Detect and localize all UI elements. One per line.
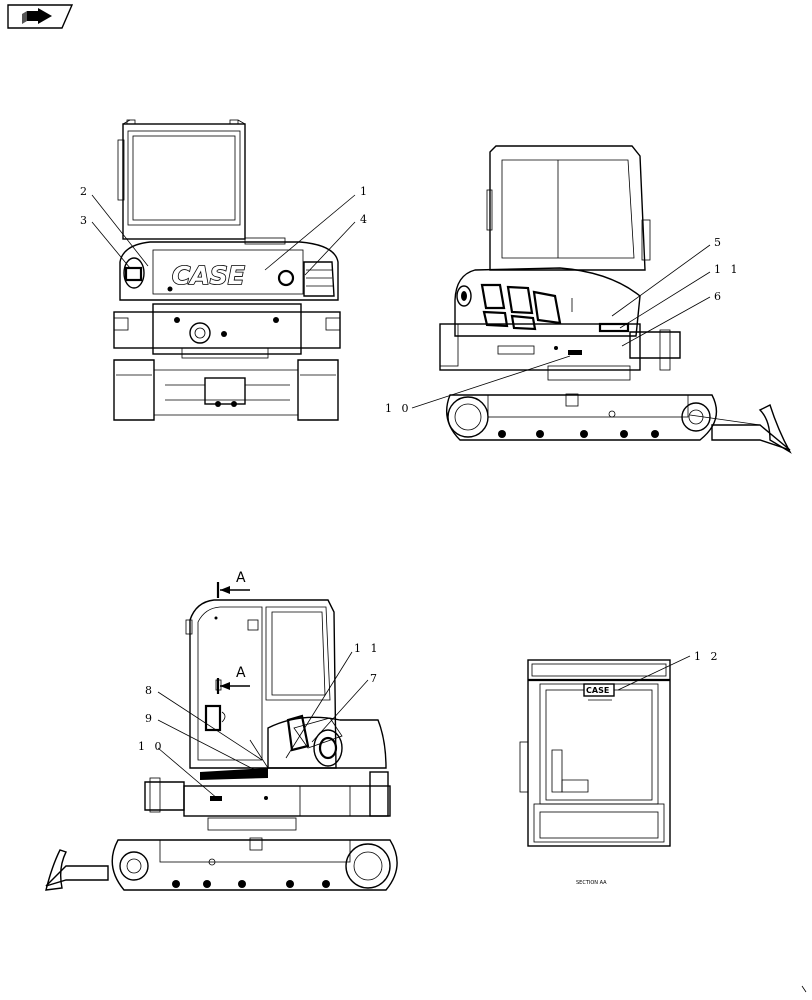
callout-7: 7 [370,672,380,685]
side-view-left-machine [45,599,398,891]
section-label-a-lower: A [236,665,246,681]
section-marker-lower [216,678,250,694]
rear-view-leaders [91,194,356,276]
callout-12: 1 2 [694,650,721,663]
section-aa-cab-interior: CASE [519,659,671,847]
hood-vent-grille [480,283,573,331]
case-logo-decal: CASE [171,260,245,291]
side-view-left-leaders [157,651,369,800]
callout-9: 9 [145,712,155,725]
corner-mark [801,985,807,993]
callout-10-upper: 1 0 [385,402,412,415]
nav-button[interactable] [7,4,74,29]
side-view-right-machine [439,145,792,454]
callout-2: 2 [80,185,90,198]
callout-6: 6 [714,290,724,303]
callout-3: 3 [80,214,90,227]
callout-8: 8 [145,684,155,697]
cab-decal-logo: CASE [583,683,615,697]
case-small-decal [598,322,630,333]
callout-11-upper: 1 1 [714,263,741,276]
rear-view-machine: CASE [113,119,341,421]
callout-5: 5 [714,236,724,249]
section-label-a-top: A [236,570,246,586]
side-view-right-leaders [411,244,711,409]
callout-11-lower: 1 1 [354,642,381,655]
svg-text:CASE: CASE [172,261,245,290]
svg-text:CASE: CASE [586,686,609,695]
arrow-icon [22,8,52,24]
callout-1: 1 [360,185,370,198]
section-caption: SECTION AA [576,880,607,886]
section-aa-leader [617,655,691,691]
callout-4: 4 [360,213,370,226]
section-marker-top [216,582,250,598]
callout-10-lower: 1 0 [138,740,165,753]
